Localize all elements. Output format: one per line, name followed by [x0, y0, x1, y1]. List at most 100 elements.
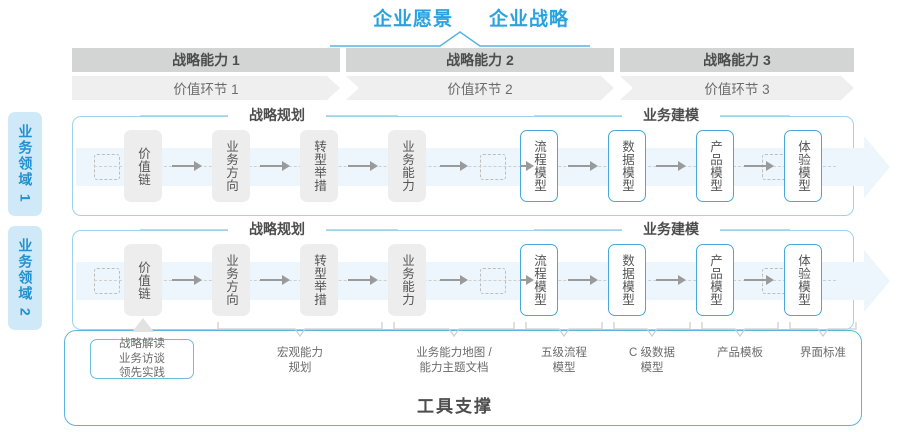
flow-arrow — [744, 275, 774, 285]
tool-label-line2: 模型 — [552, 361, 576, 374]
tool-label-5: 产品模板 — [678, 346, 802, 361]
process-node-4[interactable]: 业务能力 — [388, 130, 426, 202]
process-node-6[interactable]: 数据模型 — [608, 244, 646, 316]
arrow-shaft — [172, 165, 194, 167]
value-link-label: 价值环节 3 — [704, 82, 770, 97]
arrow-head — [766, 161, 774, 171]
arrow-head — [678, 275, 686, 285]
tool-first-line3: 领先实践 — [119, 367, 165, 380]
process-node-4[interactable]: 业务能力 — [388, 244, 426, 316]
tool-label-line1: 产品模板 — [717, 347, 763, 359]
process-node-7[interactable]: 产品模型 — [696, 244, 734, 316]
capability-header-label: 战略能力 3 — [703, 52, 771, 68]
value-link-3: 价值环节 3 — [620, 76, 854, 100]
domain-2-label: 业务领域 2 — [17, 238, 34, 318]
process-node-label: 体验模型 — [796, 254, 810, 306]
tool-support-container — [64, 330, 862, 426]
enterprise-strategy-title: 企业战略 — [489, 9, 570, 30]
tool-label-line2: 模型 — [640, 361, 664, 374]
flow-band-arrowhead-2 — [864, 250, 890, 312]
capability-header-3: 战略能力 3 — [620, 48, 854, 72]
title-row: 企业愿景 企业战略 — [0, 4, 910, 32]
flow-arrow-gap — [520, 161, 534, 171]
process-node-label: 数据模型 — [620, 140, 634, 192]
arrow-shaft — [520, 279, 526, 281]
arrow-shaft — [348, 165, 370, 167]
flow-arrow — [348, 161, 378, 171]
flow-arrow-gap — [440, 161, 468, 171]
flow-arrow — [172, 275, 202, 285]
tool-label-1: 宏观能力规划 — [238, 346, 362, 375]
process-node-label: 转型举措 — [312, 254, 326, 306]
title-connector-chevron — [330, 31, 590, 47]
brace-connector — [393, 322, 515, 338]
flow-arrow — [656, 161, 686, 171]
capability-header-label: 战略能力 1 — [172, 52, 240, 68]
arrow-shaft — [440, 165, 460, 167]
tool-label-line2: 能力主题文档 — [419, 361, 489, 374]
process-node-label: 产品模型 — [708, 140, 722, 192]
capability-band: 战略能力 1 战略能力 2 战略能力 3 — [72, 48, 854, 72]
placeholder-stub — [480, 268, 506, 294]
value-link-label: 价值环节 1 — [173, 82, 239, 97]
process-node-label: 业务方向 — [224, 140, 238, 192]
process-node-8[interactable]: 体验模型 — [784, 244, 822, 316]
process-node-2[interactable]: 业务方向 — [212, 244, 250, 316]
process-node-1[interactable]: 价值链 — [124, 244, 162, 316]
tool-label-2: 业务能力地图 /能力主题文档 — [392, 346, 516, 375]
capability-header-2: 战略能力 2 — [346, 48, 614, 72]
arrow-head — [194, 275, 202, 285]
tool-label-line1: 五级流程 — [541, 347, 587, 359]
arrow-head — [766, 275, 774, 285]
arrow-head — [282, 275, 290, 285]
arrow-head — [590, 161, 598, 171]
arrow-head — [370, 275, 378, 285]
arrow-head — [526, 275, 534, 285]
value-link-band: 价值环节 1 价值环节 2 价值环节 3 — [72, 76, 854, 100]
arrow-head — [282, 161, 290, 171]
placeholder-stub — [94, 154, 120, 180]
arrow-head — [526, 161, 534, 171]
arrow-shaft — [172, 279, 194, 281]
flow-arrow — [260, 161, 290, 171]
arrow-shaft — [568, 279, 590, 281]
process-node-label: 业务能力 — [400, 254, 414, 306]
tool-support-title: 工具支撑 — [417, 397, 493, 416]
process-node-3[interactable]: 转型举措 — [300, 130, 338, 202]
process-node-3[interactable]: 转型举措 — [300, 244, 338, 316]
process-node-7[interactable]: 产品模型 — [696, 130, 734, 202]
process-node-8[interactable]: 体验模型 — [784, 130, 822, 202]
tool-first-line2: 业务访谈 — [119, 352, 165, 365]
process-node-6[interactable]: 数据模型 — [608, 130, 646, 202]
flow-arrow — [172, 161, 202, 171]
process-node-label: 业务能力 — [400, 140, 414, 192]
brace-connector — [613, 322, 691, 338]
flow-band-arrowhead-1 — [864, 136, 890, 198]
tool-label-line1: 界面标准 — [800, 347, 846, 359]
flow-arrow — [568, 275, 598, 285]
placeholder-stub — [94, 268, 120, 294]
flow-arrow-gap — [520, 275, 534, 285]
arrow-shaft — [260, 279, 282, 281]
arrow-head — [678, 161, 686, 171]
flow-arrow — [744, 161, 774, 171]
sidebar-item-domain-2[interactable]: 业务领域 2 — [8, 226, 42, 330]
process-node-2[interactable]: 业务方向 — [212, 130, 250, 202]
process-node-label: 流程模型 — [532, 140, 546, 192]
flow-arrow-gap — [440, 275, 468, 285]
process-node-label: 业务方向 — [224, 254, 238, 306]
process-node-label: 产品模型 — [708, 254, 722, 306]
process-node-1[interactable]: 价值链 — [124, 130, 162, 202]
arrow-head — [370, 161, 378, 171]
arrow-shaft — [568, 165, 590, 167]
tool-label-line2: 规划 — [288, 361, 312, 374]
value-link-2: 价值环节 2 — [346, 76, 614, 100]
brace-connector — [789, 322, 857, 338]
arrow-shaft — [520, 165, 526, 167]
capability-header-label: 战略能力 2 — [446, 52, 514, 68]
arrow-head — [460, 161, 468, 171]
arrow-shaft — [656, 279, 678, 281]
sidebar-item-domain-1[interactable]: 业务领域 1 — [8, 112, 42, 216]
placeholder-stub — [480, 154, 506, 180]
